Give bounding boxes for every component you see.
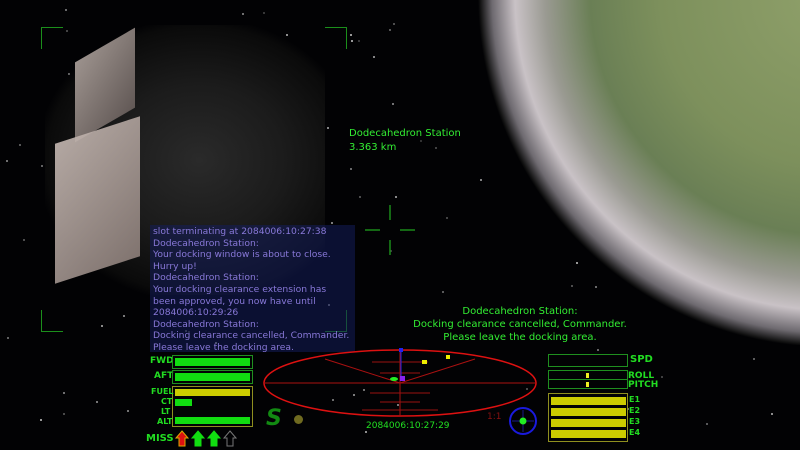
star: [364, 431, 367, 434]
star: [126, 410, 129, 413]
target-info: Dodecahedron Station 3.363 km: [349, 127, 461, 155]
game-clock: 2084006:10:27:29: [366, 421, 450, 431]
star: [597, 348, 600, 351]
scanner: [263, 348, 537, 417]
comms-line: Dodecahedron Station:: [153, 272, 259, 284]
laser-temp-label: LT: [161, 407, 171, 416]
scanner-zoom-button[interactable]: 1:1: [487, 412, 502, 422]
fuel-label: FUEL: [151, 387, 174, 396]
star: [390, 250, 393, 253]
star: [242, 13, 244, 16]
star: [358, 195, 361, 198]
comms-line: Dodecahedron Station:: [153, 318, 259, 330]
planet: [470, 0, 800, 345]
star: [95, 400, 98, 403]
pitch-label: PITCH: [628, 380, 659, 390]
star: [122, 315, 125, 318]
scanner-blip: [390, 377, 398, 381]
missile-green-icon: [190, 430, 206, 447]
missile-red-icon: [175, 430, 190, 447]
scanner-blip: [422, 360, 427, 364]
message-line: Dodecahedron Station:: [462, 306, 578, 317]
energy-label: E1: [629, 395, 641, 404]
comms-log: slot terminating at 2084006:10:27:38 Dod…: [150, 225, 355, 353]
star: [351, 39, 354, 42]
star: [446, 217, 449, 220]
alert-light-icon: [294, 415, 303, 424]
target-name: Dodecahedron Station: [349, 128, 461, 139]
star: [6, 337, 9, 340]
star: [23, 239, 26, 242]
comms-line: slot terminating at 2084006:10:27:38: [153, 226, 327, 237]
star: [388, 28, 391, 31]
star: [39, 418, 42, 421]
star: [525, 387, 528, 390]
star: [63, 413, 66, 416]
star: [435, 147, 438, 150]
star: [770, 413, 773, 416]
comms-line: Your docking window is about to close. H…: [153, 249, 331, 272]
speed-gauge: [548, 354, 628, 367]
fuel-temp-alt-gauges: [172, 386, 253, 427]
energy-label: E3: [629, 417, 641, 426]
message-line: Docking clearance cancelled, Commander.: [413, 319, 627, 330]
star: [62, 391, 65, 394]
star: [101, 324, 104, 327]
pitch-gauge: [548, 379, 628, 389]
energy-label: E4: [629, 428, 641, 437]
star: [363, 389, 366, 392]
star: [441, 290, 444, 293]
missile-label: MISS: [146, 433, 174, 444]
star: [373, 55, 376, 58]
aft-shield-gauge: [172, 370, 253, 384]
missile-indicators: [175, 430, 237, 447]
message-line: Please leave the docking area.: [443, 332, 597, 343]
target-distance: 3.363 km: [349, 142, 397, 153]
star: [330, 221, 333, 224]
safe-status-indicator: S: [266, 406, 282, 431]
missile-empty-icon: [222, 430, 237, 447]
altitude-label: ALT: [157, 417, 173, 426]
star: [393, 23, 396, 26]
star: [394, 195, 397, 198]
speed-label: SPD: [630, 354, 653, 365]
star: [753, 357, 755, 360]
energy-label: E2: [629, 406, 641, 415]
scanner-blip: [400, 376, 405, 381]
station-panel: [55, 116, 140, 284]
scanner-blip: [446, 355, 450, 359]
star: [5, 160, 8, 163]
fwd-label: FWD: [150, 356, 174, 366]
star: [350, 33, 353, 36]
comms-line: Docking clearance cancelled, Commander. …: [153, 330, 350, 353]
cabin-temp-label: CT: [161, 397, 173, 406]
center-message: Dodecahedron Station: Docking clearance …: [400, 305, 640, 344]
compass-icon: [509, 407, 537, 435]
star: [349, 168, 352, 171]
roll-label: ROLL: [628, 371, 655, 381]
star: [263, 12, 266, 15]
energy-banks: [548, 393, 628, 442]
star: [420, 140, 423, 143]
star: [661, 376, 664, 379]
crosshair-icon: [365, 205, 415, 255]
comms-line: Your docking clearance extension has bee…: [153, 283, 327, 319]
comms-line: Dodecahedron Station:: [153, 237, 259, 249]
missile-green-icon: [206, 430, 222, 447]
star: [332, 398, 335, 401]
star: [391, 102, 394, 105]
star: [41, 164, 44, 167]
star: [353, 393, 356, 396]
star: [19, 144, 22, 147]
star: [705, 422, 708, 425]
star: [65, 9, 68, 12]
star: [358, 40, 361, 43]
star: [397, 404, 400, 407]
star: [327, 126, 330, 129]
aft-label: AFT: [154, 371, 174, 381]
fwd-shield-gauge: [172, 355, 253, 369]
